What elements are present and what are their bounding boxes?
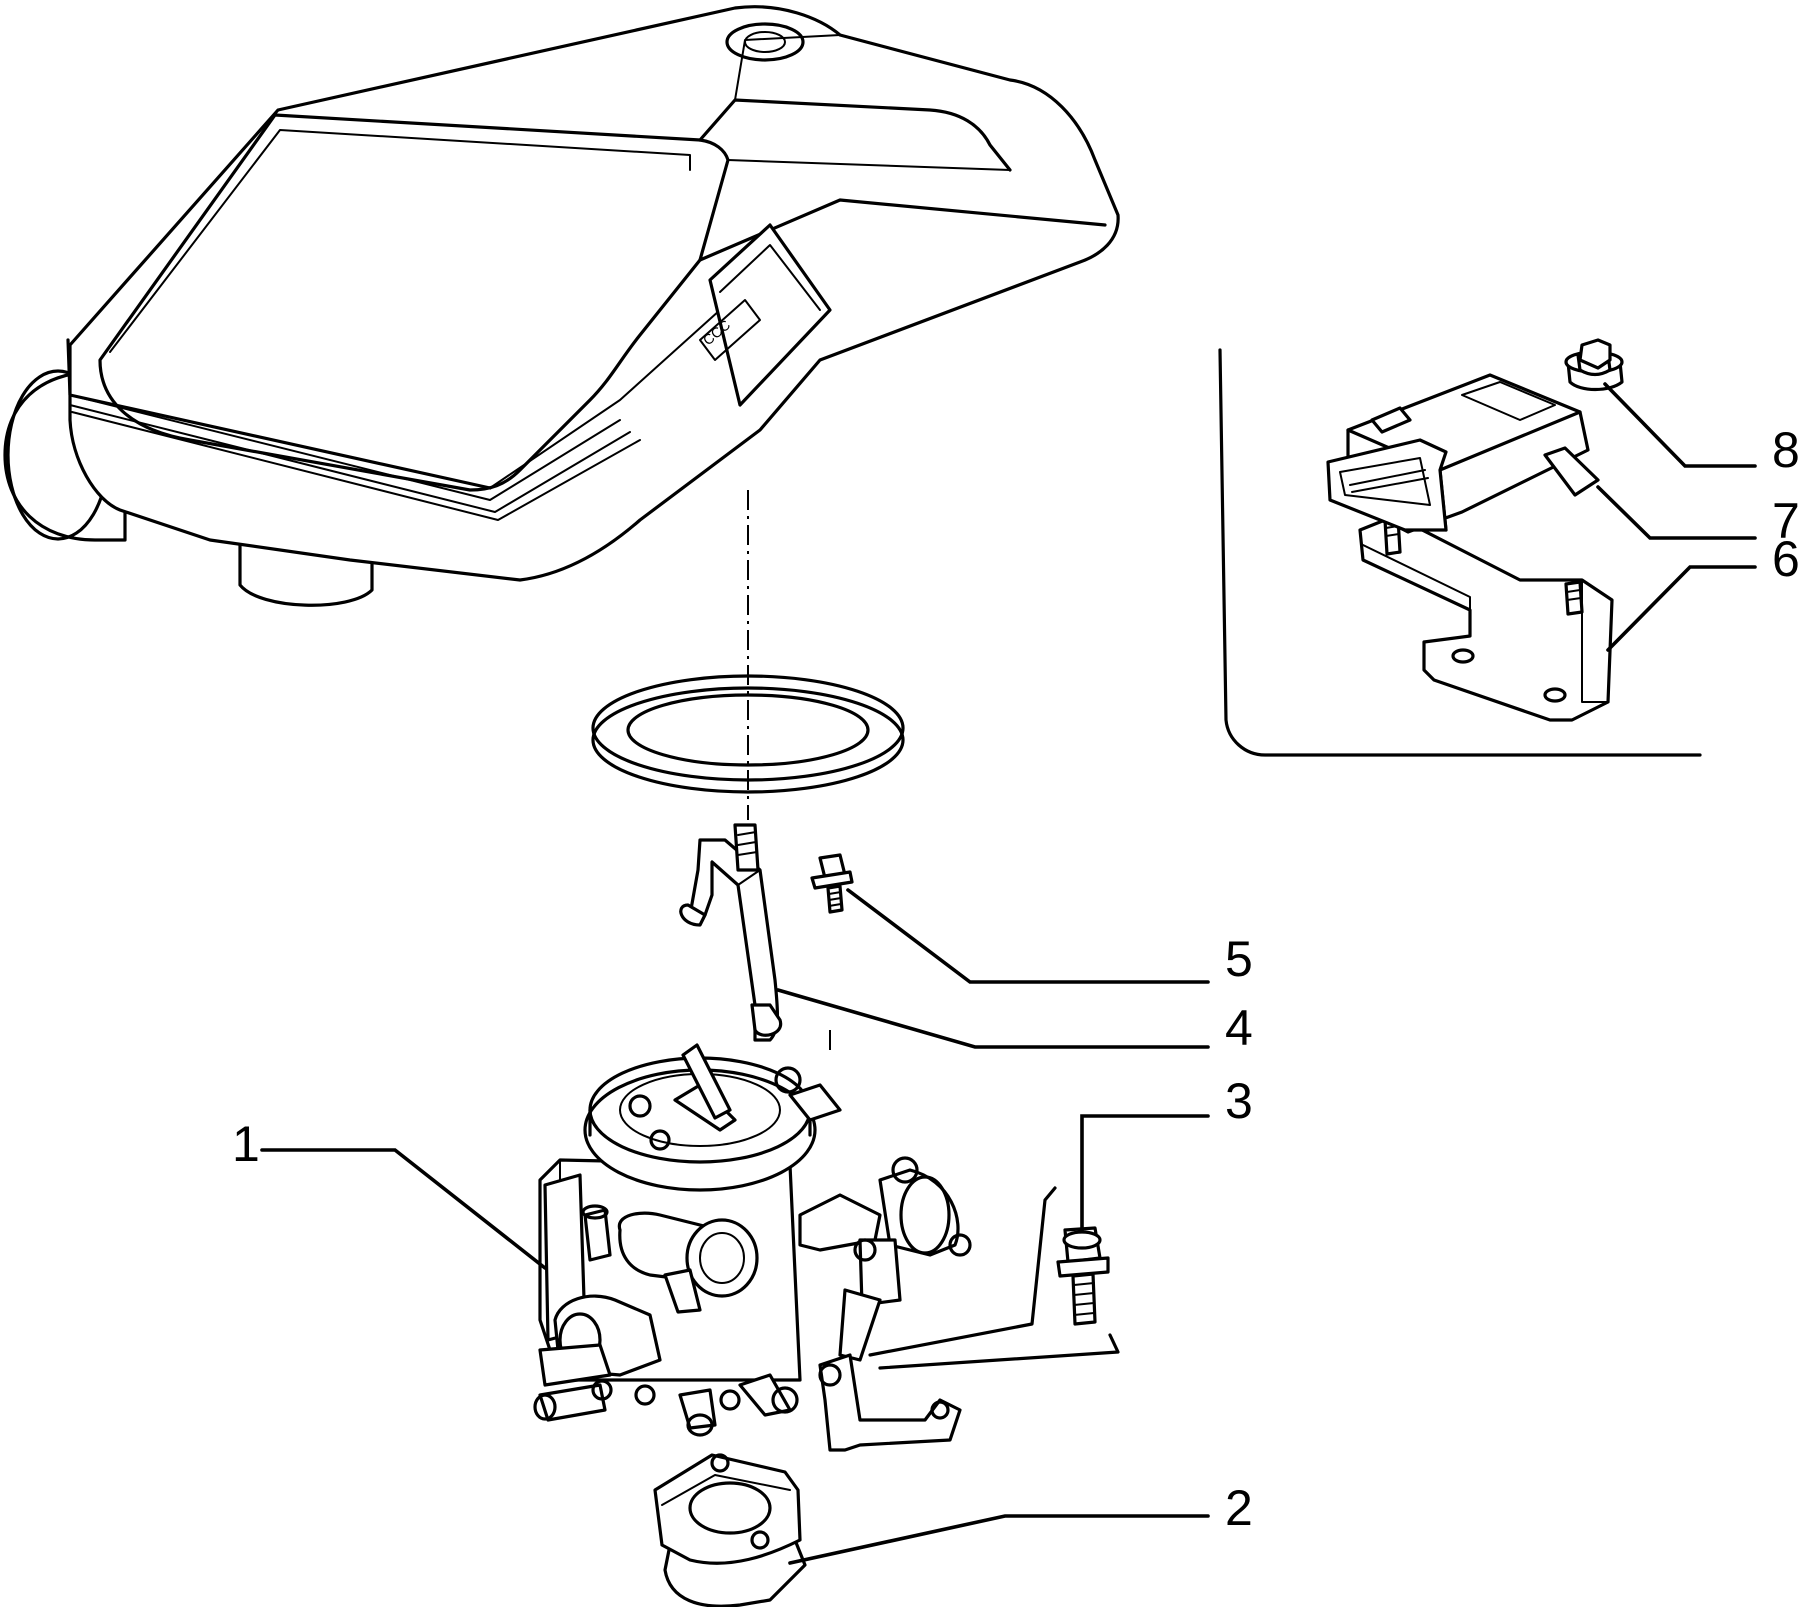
nut bbox=[1564, 338, 1624, 392]
ecu-inset bbox=[1218, 338, 1702, 757]
leader-line-6 bbox=[1606, 565, 1757, 652]
leader-line-3 bbox=[1080, 1114, 1210, 1232]
screw bbox=[810, 853, 854, 914]
callout-7: 7 bbox=[1772, 493, 1799, 549]
leader-line-5 bbox=[846, 888, 1210, 984]
air-filter-housing: CCC bbox=[3, 5, 1120, 607]
spacer-flange bbox=[653, 1453, 807, 1607]
leader-line-4 bbox=[776, 988, 1210, 1049]
bracket bbox=[679, 823, 831, 1055]
control-unit bbox=[1326, 373, 1600, 534]
leader-line-1 bbox=[260, 1148, 547, 1270]
bolt-locating-line bbox=[868, 1186, 1120, 1370]
sealing-ring bbox=[591, 674, 905, 794]
callout-2: 2 bbox=[1225, 1480, 1253, 1536]
carburettor bbox=[533, 1043, 972, 1452]
leader-line-8 bbox=[1603, 382, 1757, 468]
ecu-mounting-bracket bbox=[1358, 514, 1614, 722]
callout-4: 4 bbox=[1225, 1000, 1253, 1056]
callout-5: 5 bbox=[1225, 931, 1253, 987]
leader-line-7 bbox=[1596, 485, 1757, 540]
bolt bbox=[1056, 1226, 1110, 1326]
inset-frame bbox=[1218, 348, 1702, 757]
callout-8: 8 bbox=[1772, 422, 1799, 478]
callout-1: 1 bbox=[232, 1116, 260, 1172]
callout-6: 6 bbox=[1772, 531, 1799, 587]
callout-3: 3 bbox=[1225, 1073, 1253, 1129]
leader-line-2 bbox=[788, 1514, 1210, 1565]
